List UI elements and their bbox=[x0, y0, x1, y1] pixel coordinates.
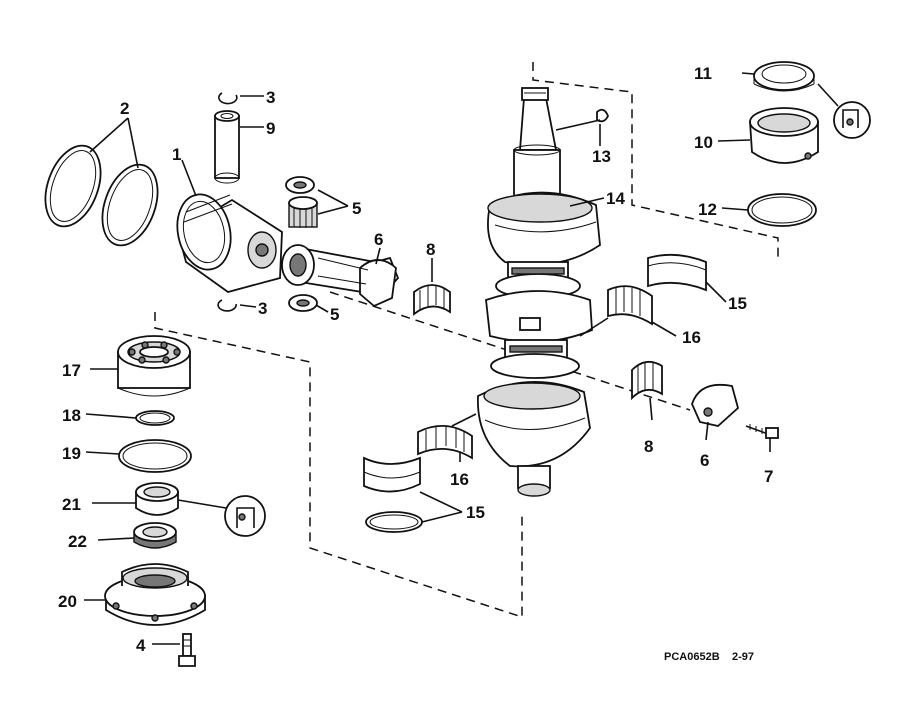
callout-5-top: 5 bbox=[352, 199, 361, 218]
callout-14: 14 bbox=[606, 189, 625, 208]
callout-labels: 2 1 3 9 5 6 8 3 5 11 10 12 13 14 15 16 8… bbox=[58, 64, 773, 655]
caged-bearing-right-lower bbox=[631, 360, 663, 401]
pin-retainer-bottom bbox=[217, 299, 237, 312]
piston bbox=[176, 193, 283, 293]
callout-1: 1 bbox=[172, 145, 181, 164]
callout-11: 11 bbox=[694, 64, 712, 83]
rod-cap bbox=[691, 383, 740, 427]
callout-21: 21 bbox=[62, 495, 81, 514]
callout-20: 20 bbox=[58, 592, 77, 611]
callout-6-rod: 6 bbox=[374, 230, 383, 249]
dashed-boundaries bbox=[154, 62, 779, 619]
leader-lines bbox=[84, 72, 839, 645]
callout-2: 2 bbox=[120, 99, 129, 118]
piston-rings bbox=[44, 144, 159, 247]
thrust-washer-top bbox=[285, 176, 315, 194]
callout-15-right: 15 bbox=[728, 294, 747, 313]
retaining-ring-lower bbox=[365, 511, 423, 533]
callout-5-bottom: 5 bbox=[330, 305, 339, 324]
callout-4: 4 bbox=[136, 636, 146, 655]
connecting-rod bbox=[281, 244, 400, 308]
callout-3-top: 3 bbox=[266, 88, 275, 107]
crankshaft bbox=[477, 87, 601, 497]
callout-7: 7 bbox=[764, 467, 773, 486]
lubrication-symbol-icon-upper bbox=[833, 101, 871, 139]
callout-16-left: 16 bbox=[450, 470, 469, 489]
needle-bearing-sleeve bbox=[749, 107, 819, 164]
callout-15-left: 15 bbox=[466, 503, 485, 522]
callout-10: 10 bbox=[694, 133, 713, 152]
callout-12: 12 bbox=[698, 200, 717, 219]
callout-17: 17 bbox=[62, 361, 81, 380]
bearing-race-half-upper bbox=[647, 253, 707, 292]
oil-seal-top bbox=[753, 61, 815, 92]
woodruff-key bbox=[596, 108, 609, 123]
retaining-ring-small bbox=[135, 410, 175, 426]
bearing-housing bbox=[104, 563, 206, 626]
pin-retainer-top bbox=[218, 92, 238, 105]
needle-bearing-small bbox=[288, 196, 318, 228]
callout-8-left: 8 bbox=[426, 240, 435, 259]
o-ring-upper bbox=[747, 193, 817, 227]
callout-16-right: 16 bbox=[682, 328, 701, 347]
caged-bearing-right-upper bbox=[607, 285, 653, 326]
bearing-race-half-lower bbox=[363, 456, 421, 493]
ball-bearing bbox=[117, 335, 191, 397]
callout-6-cap: 6 bbox=[700, 451, 709, 470]
thrust-washer-bottom bbox=[288, 294, 318, 312]
callout-8-right: 8 bbox=[644, 437, 653, 456]
caged-bearing-lower-left bbox=[417, 425, 473, 460]
seal-22 bbox=[133, 522, 177, 549]
o-ring-lower bbox=[118, 439, 192, 473]
drawing-code: PCA0652B bbox=[664, 651, 720, 663]
date-code: 2-97 bbox=[732, 651, 754, 663]
callout-19: 19 bbox=[62, 444, 81, 463]
rod-cap-screw bbox=[745, 424, 779, 439]
callout-13: 13 bbox=[592, 147, 611, 166]
seal-21 bbox=[135, 482, 179, 516]
housing-bolt bbox=[178, 633, 196, 667]
lubrication-symbol-icon-lower bbox=[224, 495, 266, 537]
callout-9: 9 bbox=[266, 119, 275, 138]
callout-3-bottom: 3 bbox=[258, 299, 267, 318]
wrist-pin bbox=[214, 110, 240, 184]
caged-bearing-left bbox=[413, 284, 451, 316]
callout-22: 22 bbox=[68, 532, 87, 551]
callout-18: 18 bbox=[62, 406, 81, 425]
